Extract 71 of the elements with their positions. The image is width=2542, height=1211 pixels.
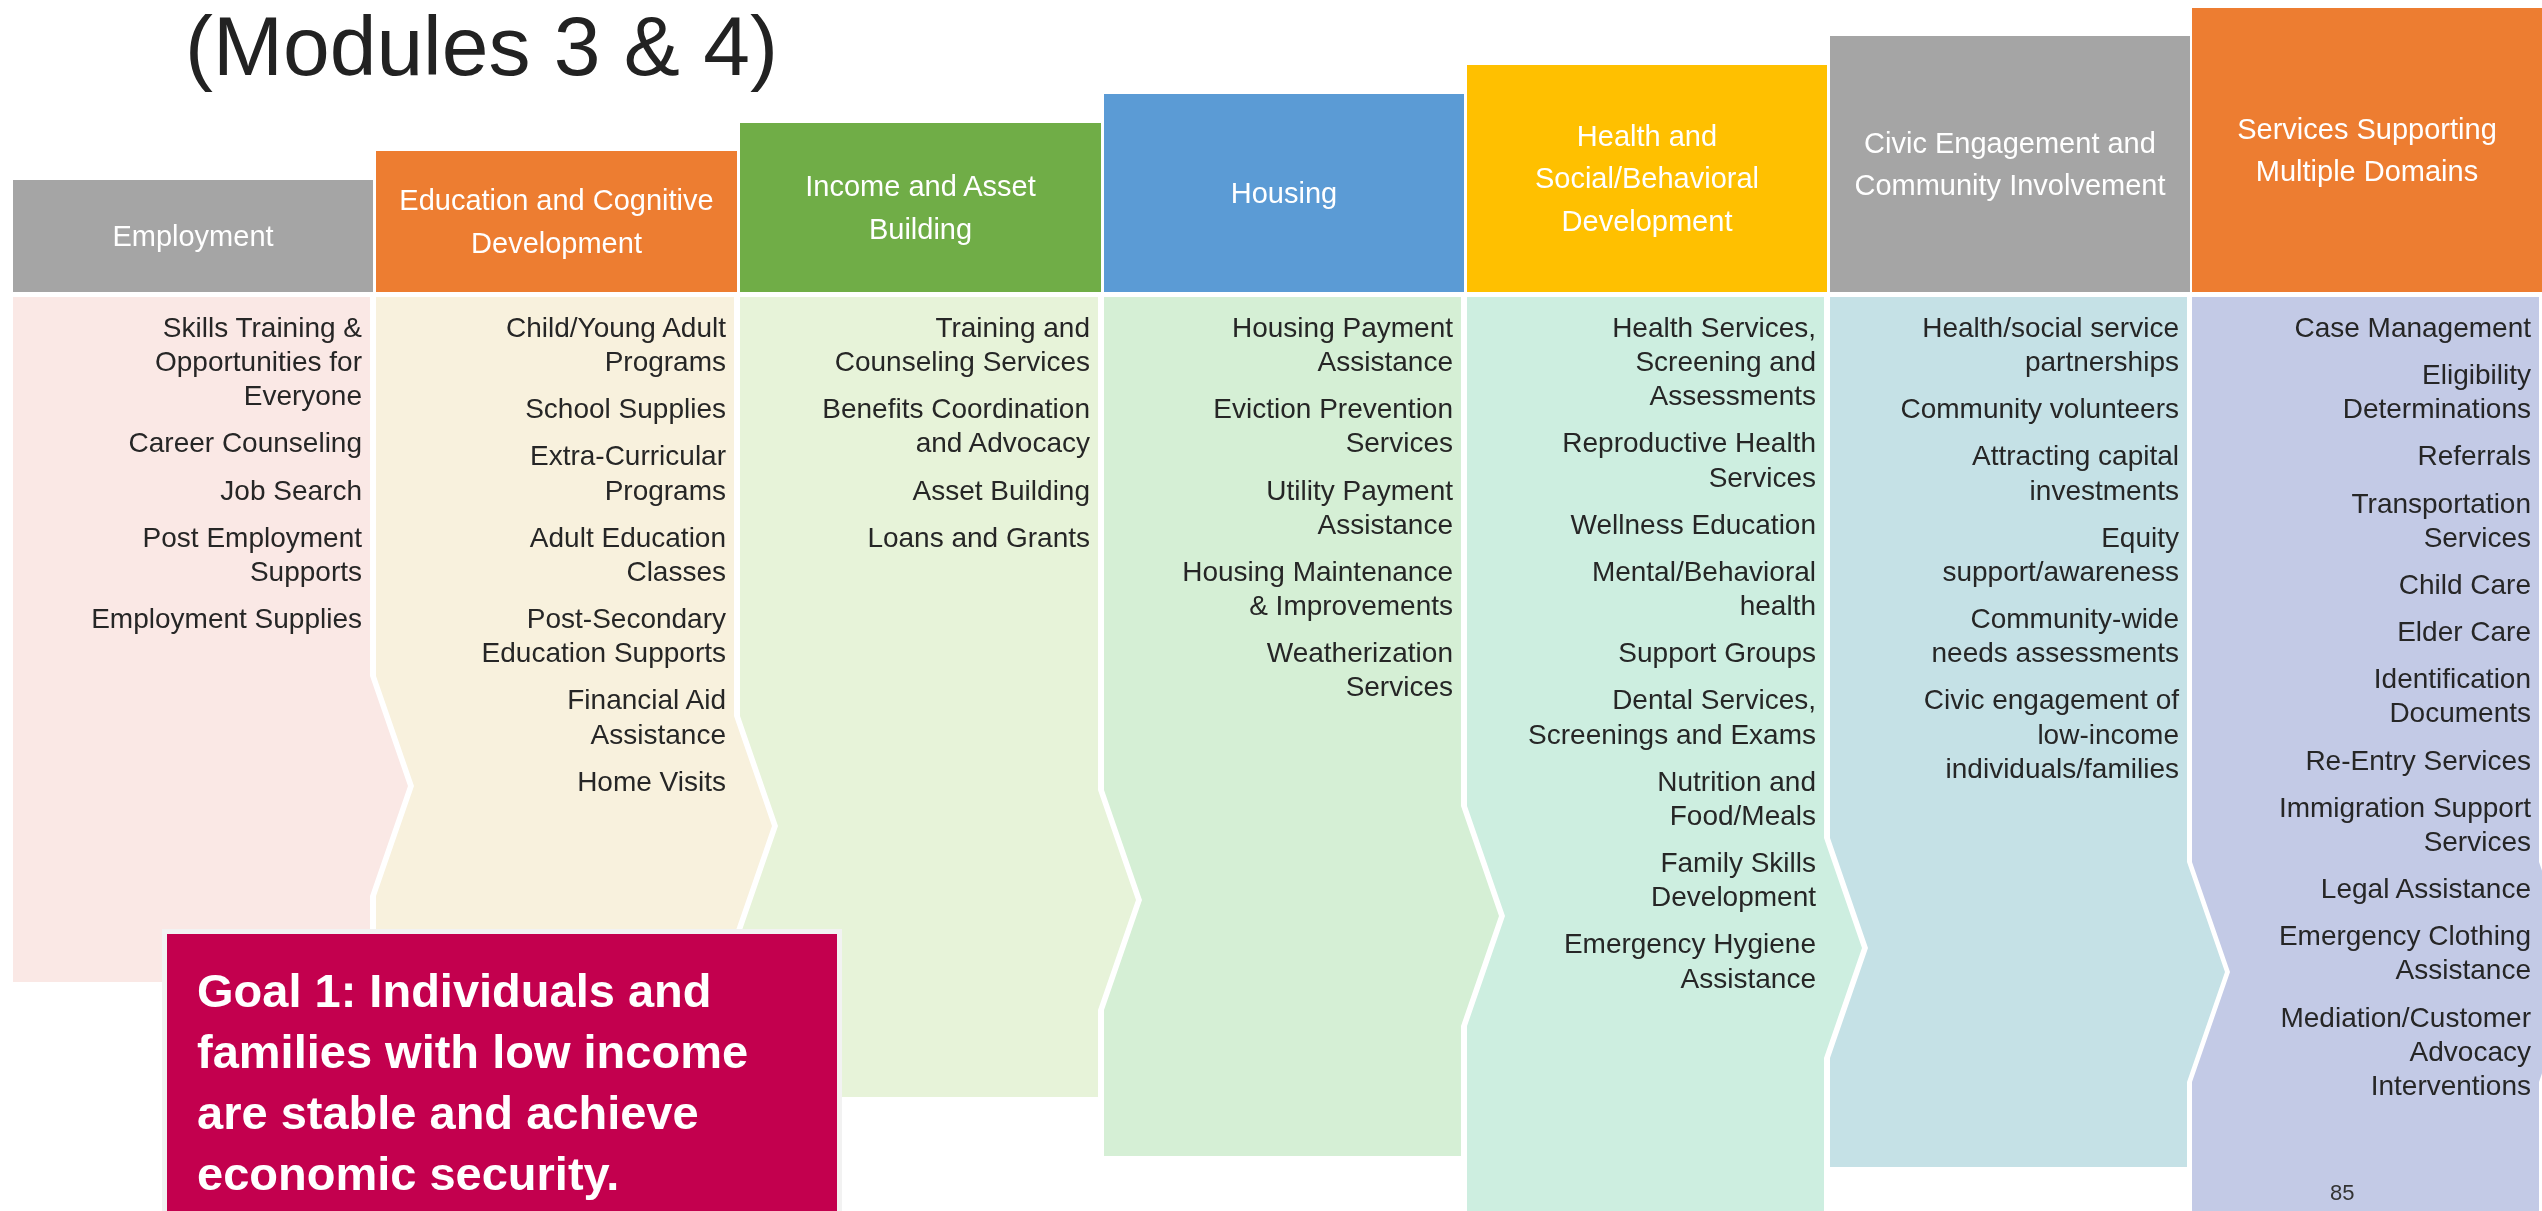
column-title: Income and Asset Building (804, 169, 1037, 247)
slide-title: (Modules 3 & 4) (185, 0, 778, 93)
service-item: Case Management (2293, 311, 2531, 345)
service-item: Equity support/awareness (1941, 520, 2179, 589)
service-item: Re-Entry Services (2304, 743, 2531, 778)
service-item: Home Visits (576, 764, 726, 799)
service-item: Extra-Curricular Programs (528, 439, 726, 508)
column-header (376, 151, 737, 292)
service-item: Eviction Prevention Services (1212, 392, 1453, 461)
service-item: Asset Building (911, 473, 1090, 508)
service-item: Benefits Coordination and Advocacy (821, 392, 1090, 461)
service-item: Community volunteers (1899, 392, 2179, 427)
service-item: Health Services, Screening and Assessments (1611, 311, 1816, 414)
service-item: Health/social service partnerships (1921, 311, 2179, 380)
service-item: Loans and Grants (866, 520, 1090, 555)
goal-text: Goal 1: Individuals and families with low income are stable and achieve economic security. (197, 963, 750, 1203)
chevron-panel (1830, 297, 2228, 1167)
column-title: Civic Engagement and Community Involvement (1853, 125, 2167, 203)
column-header (1467, 65, 1827, 292)
service-item: Community-wide needs assessments (1930, 602, 2179, 671)
service-item: Immigration Support Services (2277, 790, 2531, 859)
column-header (2192, 8, 2542, 292)
service-item: Emergency Hygiene Assistance (1562, 927, 1816, 996)
column-title: Health and Social/Behavioral Development (1533, 119, 1761, 239)
chevron-panel (1104, 297, 1502, 1156)
column-header (13, 180, 373, 292)
service-item: Eligibility Determinations (2341, 358, 2531, 427)
service-item: Weatherization Services (1265, 636, 1453, 705)
service-item: Legal Assistance (2319, 872, 2531, 907)
service-item: Post Employment Supports (141, 520, 362, 589)
column-title: Housing (1230, 175, 1338, 211)
column-title: Education and Cognitive Development (398, 183, 715, 261)
service-item: Job Search (219, 473, 362, 508)
service-item: Family Skills Development (1650, 846, 1816, 915)
service-item: Career Counseling (127, 426, 362, 461)
service-item: Elder Care (2396, 615, 2531, 650)
column-title: Employment (112, 218, 274, 254)
service-item: Child Care (2397, 567, 2531, 602)
service-item: School Supplies (524, 392, 726, 427)
service-item: Utility Payment Assistance (1265, 473, 1453, 542)
service-item: Reproductive Health Services (1561, 426, 1816, 495)
service-item: Training and Counseling Services (833, 311, 1090, 380)
service-item: Identification Documents (2372, 662, 2531, 731)
chevron-panel (2192, 297, 2542, 1211)
service-item: Post-Secondary Education Supports (480, 602, 726, 671)
chevron-panel (376, 297, 775, 929)
service-item: Dental Services, Screenings and Exams (1527, 683, 1816, 752)
service-item: Financial Aid Assistance (566, 683, 726, 752)
goal-box (162, 929, 842, 1211)
service-item: Attracting capital investments (1971, 439, 2179, 508)
service-item: Support Groups (1617, 636, 1816, 671)
service-item: Adult Education Classes (528, 520, 726, 589)
service-item: Skills Training & Opportunities for Everyone (154, 311, 362, 414)
column-header (1830, 36, 2190, 292)
page-number: 85 (2330, 1180, 2355, 1206)
service-item: Child/Young Adult Programs (504, 311, 726, 380)
service-item: Nutrition and Food/Meals (1656, 764, 1816, 833)
service-item: Transportation Services (2350, 486, 2531, 555)
service-item: Emergency Clothing Assistance (2277, 919, 2531, 988)
service-item: Employment Supplies (90, 602, 362, 637)
service-item: Mental/Behavioral health (1590, 554, 1816, 624)
service-item: Housing Maintenance & Improvements (1181, 554, 1453, 624)
service-item: Civic engagement of low-income individuals/families (1922, 683, 2179, 786)
service-item: Housing Payment Assistance (1231, 311, 1453, 380)
column-header (740, 123, 1101, 292)
service-item: Mediation/Customer Advocacy Interventions (2279, 1000, 2531, 1103)
column-title: Services Supporting Multiple Domains (2236, 111, 2498, 189)
service-item: Wellness Education (1569, 507, 1816, 542)
column-header (1104, 94, 1464, 292)
chevron-panel (1467, 297, 1865, 1211)
service-item: Referrals (2416, 439, 2531, 474)
